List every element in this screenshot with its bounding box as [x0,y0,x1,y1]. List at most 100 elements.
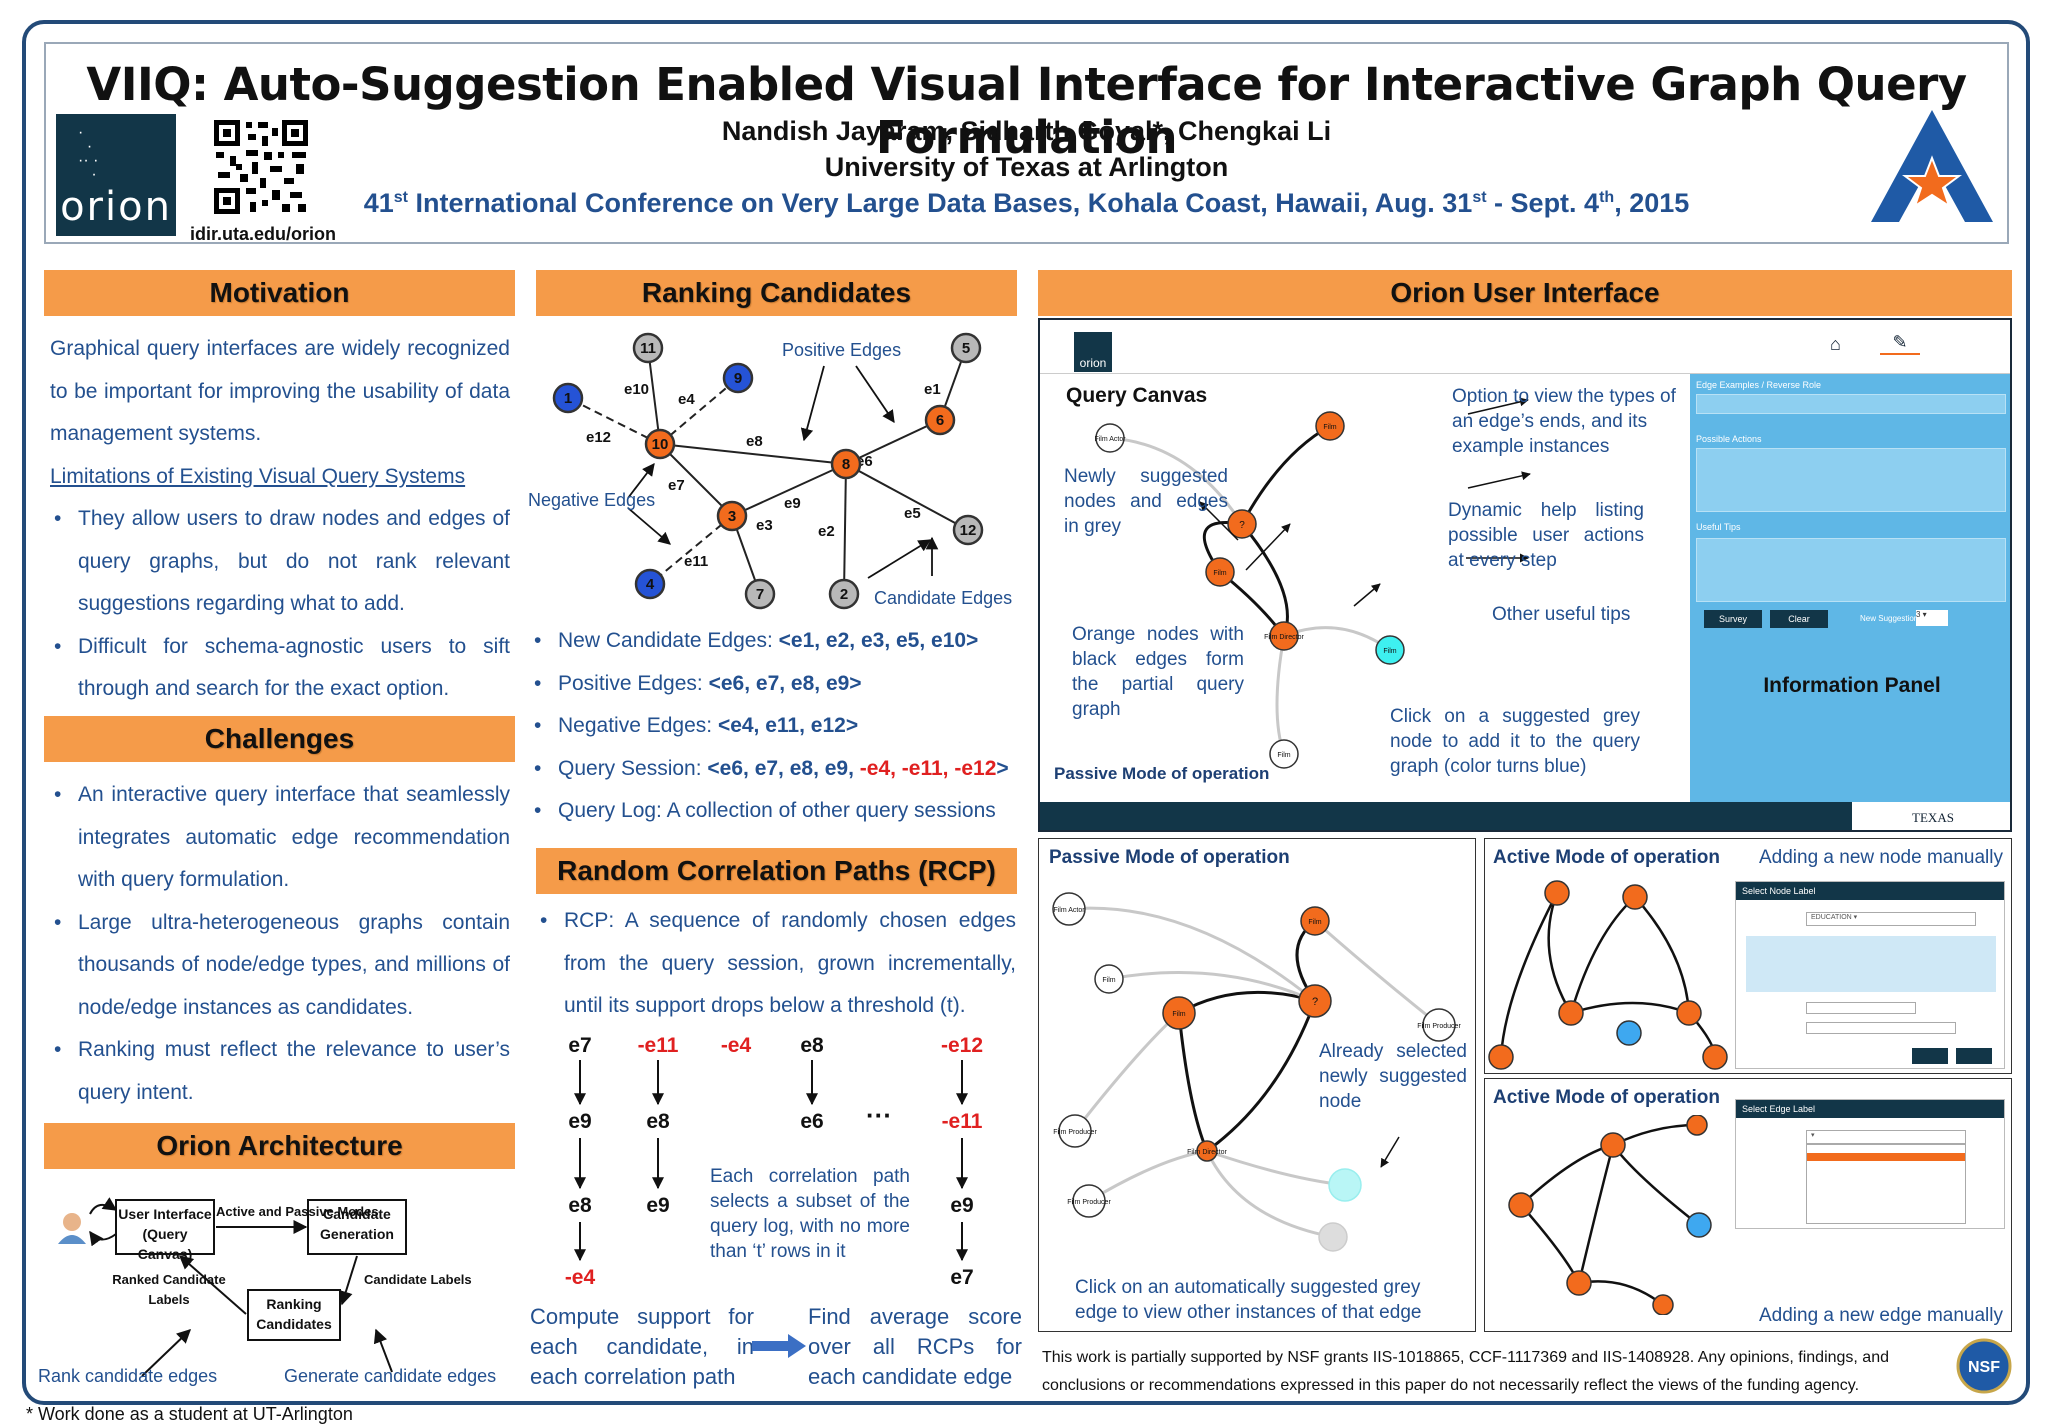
home-icon[interactable]: ⌂ [1830,334,1841,354]
svg-text:e1: e1 [924,381,941,398]
svg-text:Film: Film [1277,752,1290,759]
svg-text:11: 11 [640,340,656,357]
arch-label-modes: Active and Passive Modes [216,1204,379,1219]
ui-logo: orion [1074,332,1112,372]
help-button[interactable] [1956,1048,1992,1064]
challenges-heading: Challenges [44,716,515,762]
svg-text:2: 2 [840,586,848,603]
svg-text:-e11: -e11 [942,1110,983,1133]
list-item: Query Log: A collection of other query s… [530,790,1020,833]
list-item: New Candidate Edges: <e1, e2, e3, e5, e1… [530,620,1020,663]
arch-box-ui [115,1199,215,1255]
svg-text:4: 4 [646,576,655,593]
arch-label-candidate: Candidate Labels [364,1272,472,1287]
query-canvas-title: Query Canvas [1066,384,1208,407]
edit-icon[interactable]: ✎ [1880,332,1920,355]
arch-box-candidate [307,1199,407,1255]
svg-text:12: 12 [960,522,977,539]
domain-select[interactable]: EDUCATION ▾ [1806,912,1976,926]
dropdown-highlight[interactable] [1807,1153,1965,1161]
svg-text:Film: Film [1323,424,1336,431]
svg-text:NSF: NSF [1968,1359,2000,1376]
list-item: Difficult for schema-agnostic users to s… [50,626,510,711]
architecture-heading: Orion Architecture [44,1123,515,1169]
info-box-tips [1696,538,2006,602]
svg-text:?: ? [1312,996,1318,1008]
svg-text:8: 8 [842,456,850,473]
svg-text:Film Producer: Film Producer [1067,1199,1111,1206]
note-grey: Newly suggested nodes and edges in grey [1064,466,1228,537]
svg-text:-e12: -e12 [941,1034,983,1057]
list-item: RCP: A sequence of randomly chosen edges… [536,900,1016,1028]
svg-text:Film Actor: Film Actor [1094,436,1126,443]
challenges-list: An interactive query interface that seam… [50,774,510,1114]
list-item: Positive Edges: <e6, e7, e8, e9> [530,663,1020,706]
svg-text:e7: e7 [950,1266,973,1289]
note-option: Option to view the types of an edge’s en… [1452,386,1676,457]
candidate-edges-label: Candidate Edges [874,588,1013,608]
svg-text:6: 6 [936,412,944,429]
info-heading-edge: Edge Examples / Reverse Role [1696,380,1822,390]
uta-footer-logo: TEXAS [1852,802,2010,830]
passive-panel-title: Passive Mode of operation [1049,847,1290,868]
affiliation: University of Texas at Arlington [824,152,1229,182]
info-box-actions [1696,448,2006,512]
svg-text:e6: e6 [800,1110,823,1133]
svg-text:-e11: -e11 [638,1034,679,1057]
limitations-list: They allow users to draw nodes and edges… [50,498,510,711]
nsf-logo: NSF [1956,1338,2012,1394]
conference-line: 41st International Conference on Very La… [363,188,1690,218]
note-click-grey-edge: Click on an automatically suggested grey… [1075,1277,1422,1323]
dialog-title: Select Node Label [1736,882,2004,900]
svg-text:e2: e2 [818,523,835,540]
arch-label-ranked: Ranked Candidate Labels [112,1272,226,1307]
svg-text:Film: Film [1383,648,1396,655]
active-edge-panel: Active Mode of operation Select Edge Lab… [1484,1078,2012,1332]
svg-text:Film: Film [1308,919,1321,926]
svg-text:e11: e11 [684,553,708,570]
entity-select[interactable] [1806,1022,1956,1034]
arch-box-candidate-label: Candidate Generation [320,1206,394,1242]
info-box-edge [1696,394,2006,414]
select-node-dialog[interactable]: Select Node Label EDUCATION ▾ [1735,881,2005,1069]
type-search-area[interactable] [1746,936,1996,992]
new-suggestions-select[interactable]: 3 ▾ [1916,610,1948,626]
list-item: They allow users to draw nodes and edges… [50,498,510,626]
edge-label-dropdown[interactable] [1806,1144,1966,1224]
clear-button[interactable]: Clear [1770,610,1828,628]
arch-note-rank: Rank candidate edges [38,1366,218,1386]
svg-text:10: 10 [652,436,669,453]
qr-url[interactable]: idir.uta.edu/orion [190,224,337,244]
note-click: Click on a suggested grey node to add it… [1390,706,1640,777]
rcp-find: Find average score over all RCPs for eac… [808,1304,1022,1389]
svg-text:e12: e12 [586,429,611,446]
orion-ui-heading: Orion User Interface [1038,270,2012,316]
authors: Nandish Jayaram, Sidharth Goyal*, Chengk… [721,116,1332,146]
info-heading-tips: Useful Tips [1696,522,1741,532]
svg-text:e8: e8 [746,433,763,450]
note-already-selected: Already selected newly suggested node [1319,1041,1467,1112]
select-edge-dialog[interactable]: Select Edge Label ▾ [1735,1099,2005,1229]
arrow-right-icon [752,1334,806,1358]
user-icon [63,1213,81,1231]
entity-search-input[interactable] [1806,1002,1916,1014]
survey-button[interactable]: Survey [1704,610,1762,628]
svg-text:Film Director: Film Director [1187,1149,1227,1156]
motivation-heading: Motivation [44,270,515,316]
svg-text:e3: e3 [756,517,773,534]
save-button[interactable] [1912,1048,1948,1064]
svg-text:e4: e4 [678,391,695,408]
note-orange: Orange nodes with black edges form the p… [1072,624,1244,720]
ui-bottom-bar [1040,802,2010,830]
active-edge-title: Active Mode of operation [1493,1087,1720,1108]
ranking-heading: Ranking Candidates [536,270,1017,316]
active-node-subtitle: Adding a new node manually [1758,847,2003,868]
edge-label-select[interactable]: ▾ [1806,1130,1966,1144]
new-suggestions-label: New Suggestions [1860,614,1923,623]
svg-text:1: 1 [564,390,572,407]
list-item: Large ultra-heterogeneous graphs contain… [50,902,510,1030]
svg-text:7: 7 [756,586,764,603]
svg-text:e9: e9 [646,1194,669,1217]
